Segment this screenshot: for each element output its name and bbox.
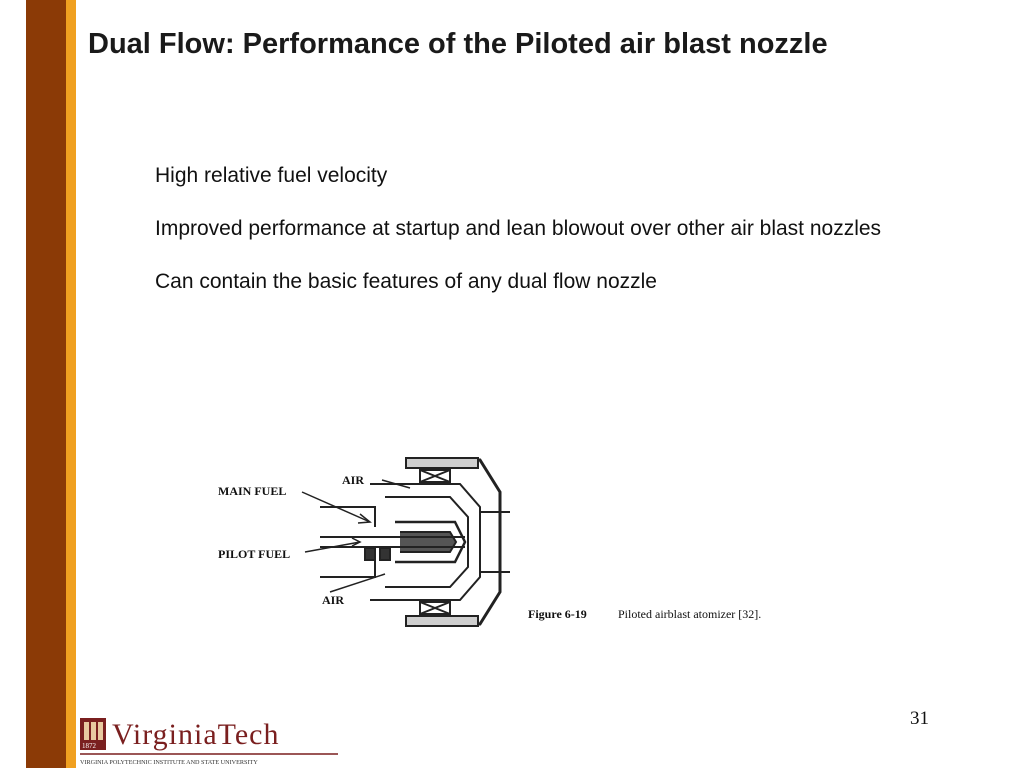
figure-caption-number: Figure 6-19 — [528, 607, 587, 621]
bullet-item: High relative fuel velocity — [155, 164, 388, 187]
main-fuel-label: MAIN FUEL — [218, 484, 286, 498]
logo-subtitle: VIRGINIA POLYTECHNIC INSTITUTE AND STATE… — [80, 759, 258, 766]
figure-caption-text: Piloted airblast atomizer [32]. — [618, 607, 761, 621]
bullet-list: High relative fuel velocity Improved per… — [155, 160, 915, 319]
air-top-label: AIR — [342, 473, 364, 487]
air-bottom-label: AIR — [322, 593, 344, 607]
nozzle-figure: MAIN FUEL PILOT FUEL AIR AIR Figure 6-19… — [218, 457, 761, 627]
slide-title: Dual Flow: Performance of the Piloted ai… — [88, 28, 828, 60]
logo-year: 1872 — [82, 742, 97, 750]
logo-wordmark: VirginiaTech — [112, 718, 280, 751]
pilot-fuel-label: PILOT FUEL — [218, 547, 290, 561]
bullet-item: Improved performance at startup and lean… — [155, 217, 882, 240]
bullet-item: Can contain the basic features of any du… — [155, 270, 657, 293]
sidebar-stripe — [66, 0, 76, 768]
sidebar-bar — [26, 0, 66, 768]
virginia-tech-logo: 1872 VirginiaTech VIRGINIA POLYTECHNIC I… — [80, 718, 338, 766]
page-number: 31 — [910, 708, 929, 729]
